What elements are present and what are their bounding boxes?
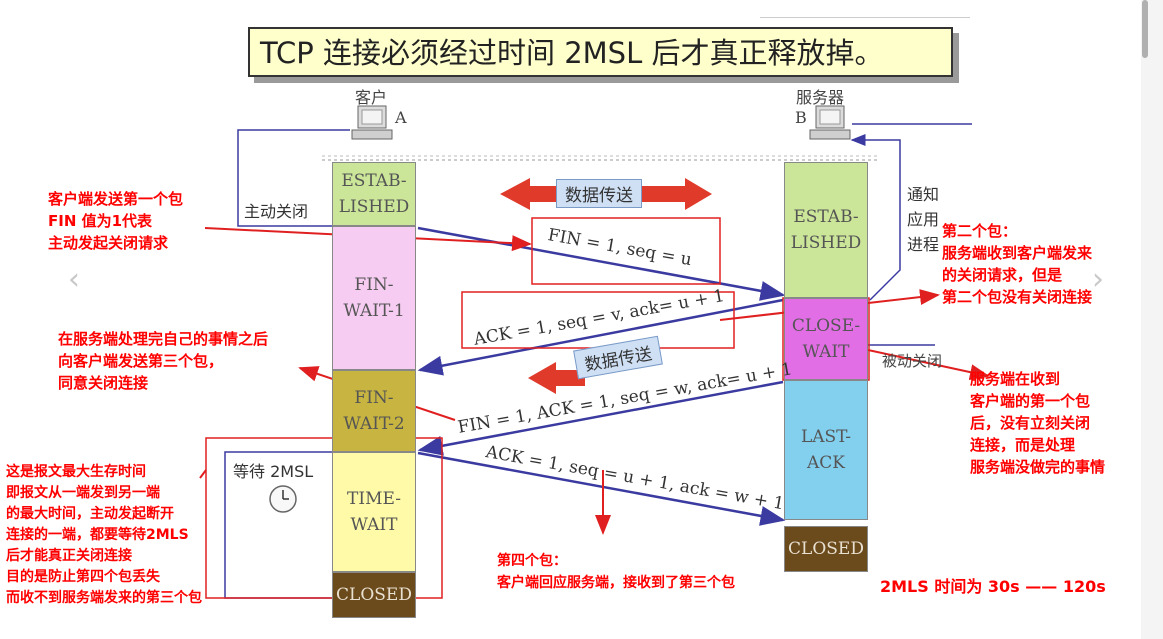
prev-slide-icon[interactable]: ‹	[68, 262, 80, 297]
scrollbar[interactable]	[1141, 0, 1163, 639]
client-state-closed: CLOSED	[332, 572, 416, 618]
server-computer-icon	[809, 105, 851, 140]
scrollbar-thumb[interactable]	[1142, 0, 1148, 58]
server-id: B	[795, 108, 807, 127]
annotation-msl-time: 2MLS 时间为 30s —— 120s	[880, 577, 1106, 596]
server-state-close-wait: CLOSE- WAIT	[784, 298, 868, 380]
passive-close-label: 被动关闭	[882, 352, 943, 370]
annotation-third-packet: 在服务端处理完自己的事情之后 向客户端发送第三个包， 同意关闭连接	[58, 330, 269, 392]
clock-icon	[269, 485, 297, 513]
active-close-label: 主动关闭	[244, 202, 309, 221]
annotation-server-received: 服务端在收到 客户端的第一个包 后，没有立刻关闭 连接，而是处理 服务端没做完的…	[970, 370, 1106, 476]
server-state-established: ESTAB- LISHED	[784, 162, 868, 298]
annotation-first-packet: 客户端发送第一个包 FIN 值为1代表 主动发起关闭请求	[48, 190, 184, 252]
top-divider	[760, 17, 970, 18]
client-state-fin-wait-2: FIN- WAIT-2	[332, 370, 416, 452]
server-state-closed: CLOSED	[784, 526, 868, 572]
client-id: A	[395, 108, 407, 127]
wait-2msl-label: 等待 2MSL	[233, 462, 314, 481]
annotation-msl-explain: 这是报文最大生存时间 即报文从一端发到另一端 的最大时间，主动发起断开 连接的一…	[6, 464, 202, 606]
annotation-second-packet: 第二个包： 服务端收到客户端发来 的关闭请求，但是 第二个包没有关闭连接	[942, 222, 1093, 306]
client-label: 客户	[355, 88, 388, 107]
slide-title: TCP 连接必须经过时间 2MSL 后才真正释放掉。	[248, 27, 953, 77]
annotation-fourth-packet: 第四个包： 客户端回应服务端，接收到了第三个包	[497, 553, 735, 591]
data-transfer-label: 数据传送	[556, 179, 642, 208]
server-label: 服务器	[796, 88, 845, 107]
next-slide-icon[interactable]: ›	[1092, 262, 1104, 297]
server-state-last-ack: LAST- ACK	[784, 380, 868, 520]
notify-process-label: 通知 应用 进程	[907, 185, 940, 254]
client-state-fin-wait-1: FIN- WAIT-1	[332, 226, 416, 370]
client-state-established: ESTAB- LISHED	[332, 162, 416, 226]
client-state-time-wait: TIME- WAIT	[332, 452, 416, 572]
client-computer-icon	[351, 105, 393, 140]
